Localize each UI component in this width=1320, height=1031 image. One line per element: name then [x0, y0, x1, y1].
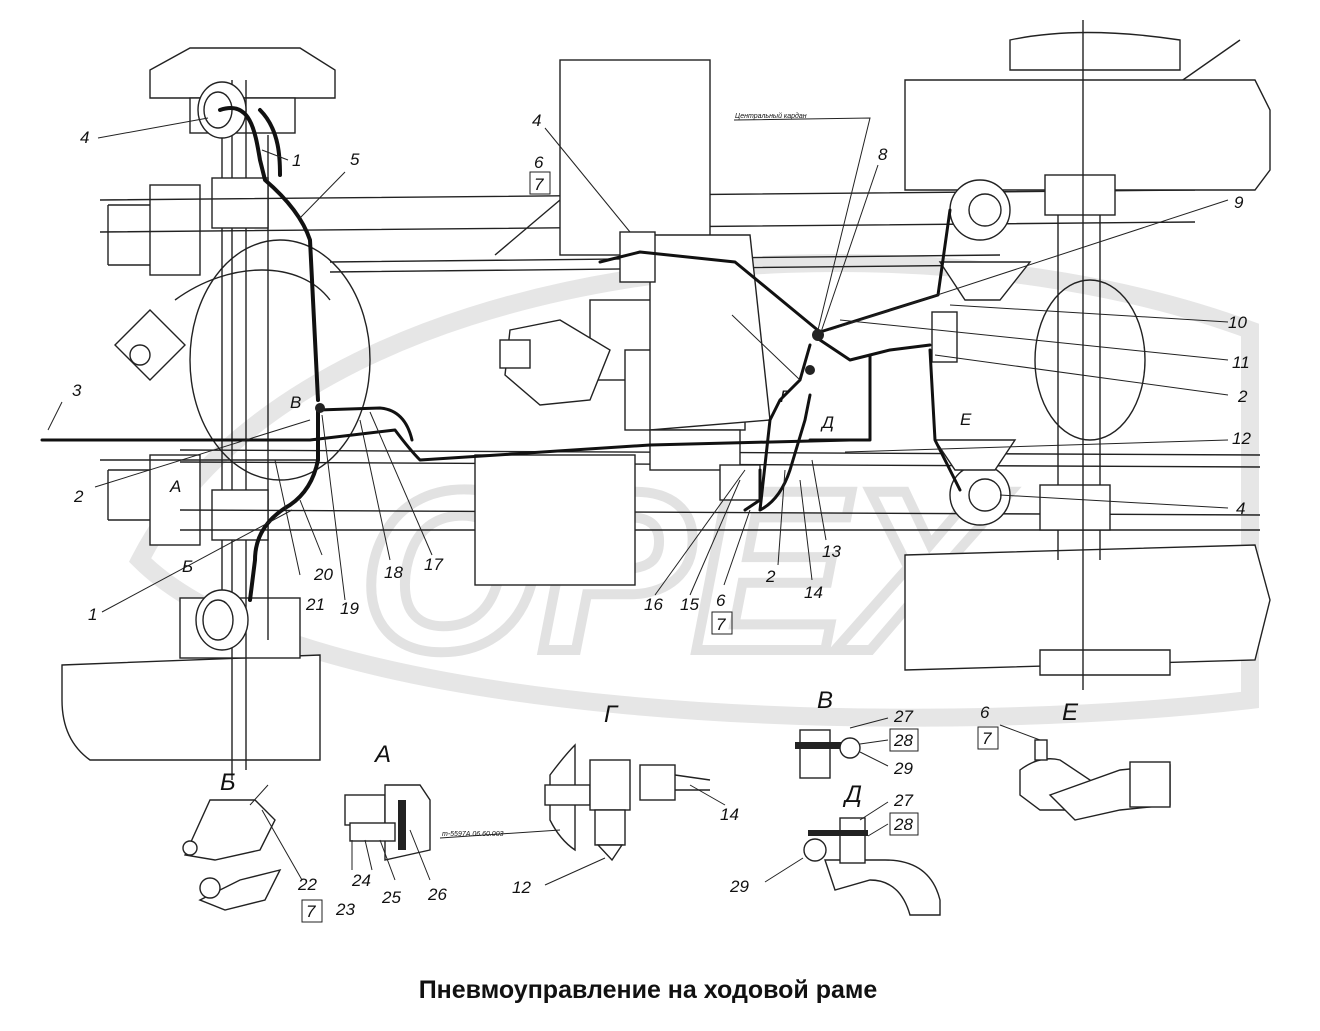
diagram-title: Пневмоуправление на ходовой раме: [419, 976, 878, 1004]
callout-7: 7: [716, 615, 726, 634]
letter-d-main: Д: [820, 413, 834, 432]
callout-12: 12: [512, 878, 531, 897]
callout-23: 23: [335, 900, 355, 919]
callout-25: 25: [381, 888, 401, 907]
letter-g-detail: Г: [604, 701, 619, 728]
callout-29: 29: [893, 759, 913, 778]
callout-7: 7: [982, 729, 992, 748]
callout-27: 27: [893, 791, 913, 810]
callout-14: 14: [720, 805, 739, 824]
letter-b-detail: Б: [220, 769, 236, 796]
letter-e-main: Е: [960, 410, 972, 429]
callout-27: 27: [893, 707, 913, 726]
callout-6: 6: [980, 703, 990, 722]
callout-2: 2: [765, 567, 776, 586]
callout-28: 28: [893, 731, 913, 750]
callout-6: 6: [716, 591, 726, 610]
callout-4: 4: [1236, 499, 1245, 518]
callout-19: 19: [340, 599, 359, 618]
callout-22: 22: [297, 875, 317, 894]
callout-6: 6: [534, 153, 544, 172]
callout-16: 16: [644, 595, 663, 614]
callout-24: 24: [351, 871, 371, 890]
callout-1: 1: [292, 151, 301, 170]
center-unit: [499, 231, 771, 501]
letter-v-detail: В: [817, 687, 833, 714]
callout-10: 10: [1228, 313, 1247, 332]
callout-21: 21: [305, 595, 325, 614]
callout-3: 3: [72, 381, 82, 400]
callout-11: 11: [1232, 353, 1250, 372]
detail-g: [439, 743, 726, 886]
callout-4: 4: [532, 111, 541, 130]
number-boxes: [301, 171, 999, 923]
callout-26: 26: [427, 885, 447, 904]
callout-18: 18: [384, 563, 403, 582]
letter-g-main: Г: [780, 387, 791, 406]
detail-v: [795, 717, 889, 779]
callout-14: 14: [804, 583, 823, 602]
callout-9: 9: [1234, 193, 1244, 212]
rear-axle: [904, 20, 1271, 690]
callout-13: 13: [822, 542, 841, 561]
detail-d: [764, 801, 941, 916]
front-axle: [61, 47, 371, 780]
letter-b-main: Б: [182, 557, 193, 576]
callout-labels: 4 1 5 3 2 1 21 20 19 18 17 4 6 7 8 9 10 …: [72, 111, 1251, 921]
callout-29: 29: [729, 877, 749, 896]
callout-17: 17: [424, 555, 443, 574]
leader-lines: [47, 117, 1229, 613]
letter-v-main: В: [290, 393, 301, 412]
callout-2: 2: [1237, 387, 1248, 406]
letter-e-detail: Е: [1062, 699, 1079, 726]
detail-letters: А Б В Г Д Е Б А Г В Д Е: [169, 387, 1079, 808]
callout-1: 1: [88, 605, 97, 624]
callout-4: 4: [80, 128, 89, 147]
callout-12: 12: [1232, 429, 1251, 448]
letter-a-main: А: [169, 477, 181, 496]
detail-e: [999, 724, 1171, 821]
callout-7: 7: [306, 902, 316, 921]
callout-15: 15: [680, 595, 699, 614]
callout-2: 2: [73, 487, 84, 506]
note-part-number: m-5597А.06.60.003: [442, 831, 504, 838]
note-central-shaft: Центральный кардан: [735, 112, 807, 120]
callout-5: 5: [350, 150, 360, 169]
frame: [99, 39, 1261, 586]
piping: [40, 106, 962, 602]
callout-8: 8: [878, 145, 888, 164]
letter-a-detail: А: [373, 741, 391, 768]
callout-20: 20: [313, 565, 333, 584]
callout-28: 28: [893, 815, 913, 834]
callout-7: 7: [534, 175, 544, 194]
letter-d-detail: Д: [842, 781, 862, 808]
small-notes: Центральный кардан m-5597А.06.60.003: [442, 112, 807, 838]
detail-a: [344, 784, 431, 881]
detail-b: [182, 784, 303, 911]
